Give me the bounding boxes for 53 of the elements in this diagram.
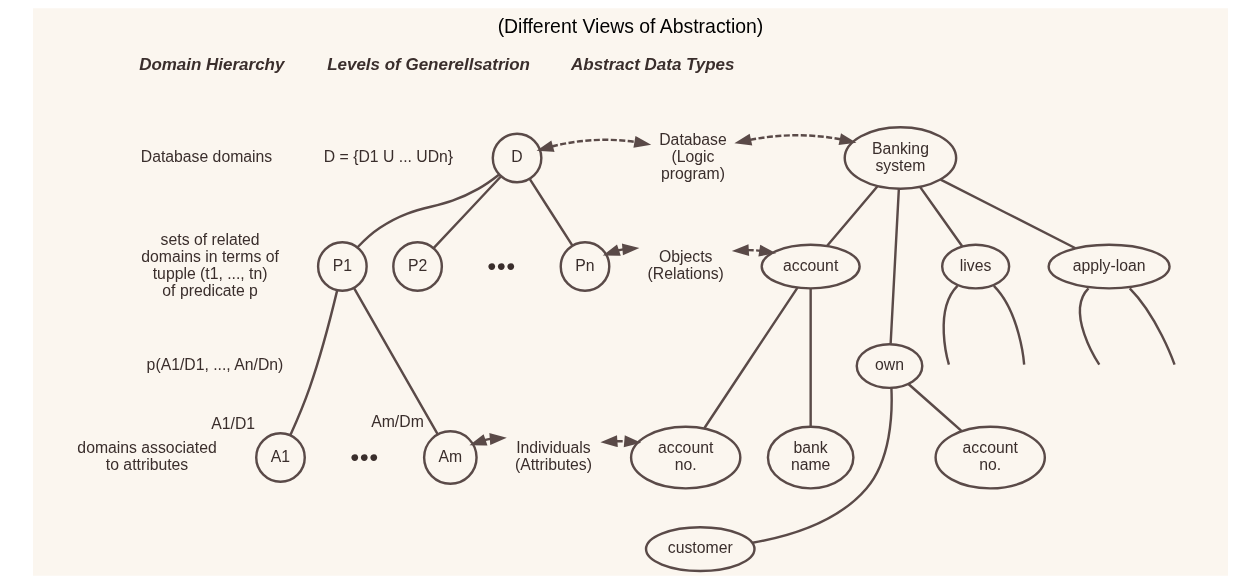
node-text: Database (Logic program)	[658, 131, 727, 183]
connector	[918, 186, 963, 247]
label: domains associated to attributes	[76, 439, 217, 474]
node-circle: Am	[422, 430, 478, 485]
node-text: Individuals (Attributes)	[514, 439, 592, 474]
node-ellipse: lives	[940, 243, 1010, 290]
node-ellipse: customer	[644, 526, 756, 573]
label: ●●●	[349, 447, 378, 465]
connector	[939, 178, 1076, 250]
diagram-title: (Different Views of Abstraction)	[497, 15, 763, 38]
label: Domain Hierarchy	[138, 54, 284, 74]
arrow	[602, 243, 639, 256]
connector	[888, 189, 900, 344]
node-circle: P1	[316, 241, 368, 292]
node-label: Am/Dm	[370, 413, 424, 431]
connector	[352, 287, 439, 436]
connector	[825, 185, 878, 247]
label: ●●●	[486, 256, 516, 274]
label: p(A1/D1, ..., An/Dn)	[146, 356, 283, 374]
connector	[356, 173, 500, 249]
node-label: A1/D1	[210, 414, 255, 432]
arrow	[599, 435, 641, 448]
connector	[992, 285, 1025, 365]
node-ellipse: account	[760, 243, 861, 290]
node-circle: D	[491, 132, 543, 184]
node-text: Objects (Relations)	[647, 248, 724, 283]
node-ellipse: account no.	[933, 425, 1046, 490]
node-ellipse: apply-loan	[1046, 243, 1171, 290]
connector	[808, 288, 812, 427]
node-ellipse: bank name	[766, 425, 855, 490]
node-ellipse: account no.	[629, 425, 742, 490]
arrow	[733, 133, 856, 146]
connector	[288, 290, 338, 436]
arrow	[536, 135, 651, 152]
node-circle: Pn	[559, 241, 610, 292]
connector	[1128, 287, 1176, 366]
node-ellipse: own	[855, 342, 923, 390]
connector	[528, 178, 573, 247]
node-ellipse: Banking system	[843, 125, 957, 191]
label: Abstract Data Types	[570, 54, 735, 74]
label: D = {D1 U ... UDn}	[323, 148, 453, 166]
label: Database domains	[140, 148, 272, 166]
connector	[432, 175, 502, 249]
connector	[942, 285, 958, 365]
connector	[1078, 287, 1100, 366]
connector	[751, 387, 893, 544]
connector	[907, 383, 962, 432]
label: Levels of Generellsatrion	[326, 54, 530, 74]
connector	[702, 286, 799, 429]
arrow	[731, 244, 776, 257]
node-circle: A1	[254, 432, 306, 483]
arrow	[468, 433, 507, 446]
node-circle: P2	[391, 241, 443, 292]
